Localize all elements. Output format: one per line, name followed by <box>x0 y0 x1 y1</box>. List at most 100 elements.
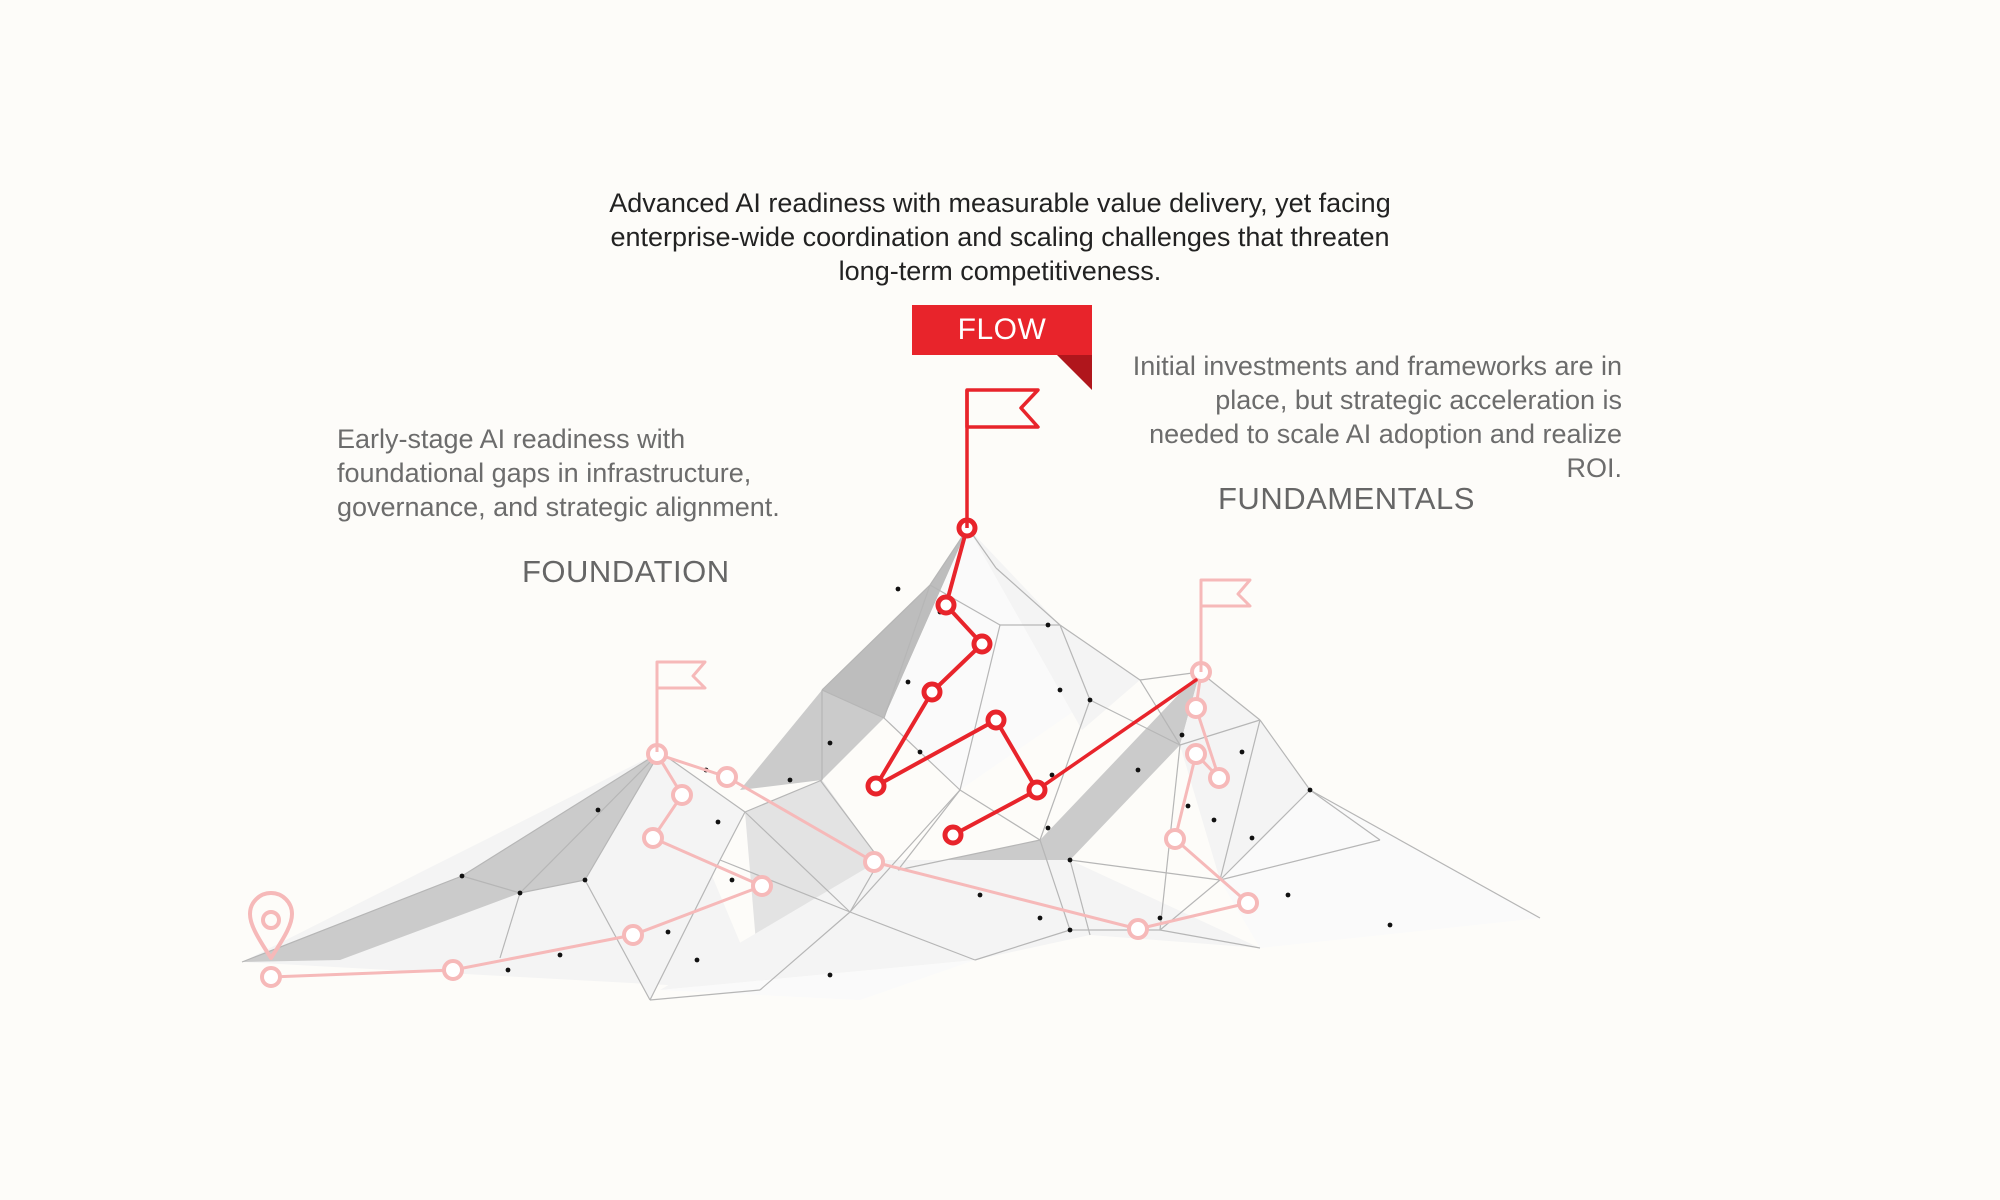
mesh-vertex <box>905 679 911 685</box>
mesh-vertex <box>1087 697 1093 703</box>
mesh-edge <box>1059 624 1141 681</box>
mesh-edge <box>1039 839 1071 931</box>
mesh-vertex <box>715 819 721 825</box>
mesh-edge <box>1309 789 1381 841</box>
mesh-vertex <box>505 967 511 973</box>
mesh-vertex <box>1239 749 1245 755</box>
location-pin-icon <box>248 891 294 960</box>
mesh-edge <box>821 584 931 691</box>
flag-icon <box>965 388 1040 528</box>
mesh-vertex <box>517 890 523 896</box>
mesh-vertex <box>1067 927 1073 933</box>
flag-icon <box>1199 578 1252 672</box>
mesh-vertex <box>459 873 465 879</box>
mesh-edge <box>821 689 885 719</box>
foundation-path <box>260 661 1259 988</box>
waypoint-circle-icon <box>671 784 693 806</box>
waypoint-circle-icon <box>442 959 464 981</box>
mountain-facet <box>1220 790 1540 948</box>
mesh-vertex <box>595 807 601 813</box>
mesh-vertex <box>729 877 735 883</box>
waypoint-circle-icon <box>751 875 773 897</box>
mesh-edge <box>1159 929 1261 949</box>
mountain-mesh <box>241 527 1541 1001</box>
mesh-edge <box>519 879 586 894</box>
fundamentals-label: FUNDAMENTALS <box>1218 481 1475 516</box>
mesh-edge <box>1219 789 1311 881</box>
waypoint-circle-icon <box>971 633 993 655</box>
mesh-vertex <box>787 777 793 783</box>
mesh-edge <box>719 859 851 913</box>
mesh-vertex <box>1211 817 1217 823</box>
waypoint-circle-icon <box>921 681 943 703</box>
waypoint-circle-icon <box>942 824 964 846</box>
mesh-edge <box>1069 859 1091 936</box>
mesh-edge <box>897 789 961 871</box>
mesh-edge <box>744 779 823 813</box>
mesh-vertex <box>977 892 983 898</box>
mesh-vertex <box>1049 772 1055 778</box>
mesh-vertex <box>694 957 700 963</box>
mesh-vertex <box>1285 892 1291 898</box>
mesh-vertex <box>1067 857 1073 863</box>
mesh-edge <box>929 584 1001 626</box>
flow-description: Advanced AI readiness with measurable va… <box>609 188 1391 286</box>
mesh-edge <box>461 875 521 894</box>
waypoint-circle-icon <box>1185 743 1207 765</box>
mesh-vertex <box>1057 687 1063 693</box>
mesh-vertex <box>1135 767 1141 773</box>
flow-banner-fold <box>1057 355 1092 390</box>
mesh-edge <box>584 879 651 1001</box>
mesh-vertex <box>1157 915 1163 921</box>
mesh-edge <box>959 624 1001 791</box>
foundation-label: FOUNDATION <box>522 554 730 589</box>
trail-line <box>1035 678 1198 792</box>
mesh-vertex <box>917 749 923 755</box>
mesh-edge <box>849 789 961 913</box>
fundamentals-path <box>1035 678 1198 792</box>
flow-banner: FLOW <box>912 305 1092 355</box>
mesh-edge <box>649 859 721 1001</box>
mesh-vertices <box>459 525 1393 978</box>
flag-icon <box>655 660 707 752</box>
mesh-vertex <box>827 972 833 978</box>
mesh-vertex <box>1045 825 1051 831</box>
mesh-edge <box>1059 624 1091 701</box>
mesh-edge <box>649 989 761 1001</box>
waypoint-circle-icon <box>1164 828 1186 850</box>
mesh-edge <box>1179 719 1261 746</box>
mesh-edge <box>1219 719 1261 881</box>
waypoint-circle-icon <box>260 966 282 988</box>
mesh-edge <box>1139 671 1201 681</box>
waypoint-circle-icon <box>935 594 957 616</box>
mountain-facet <box>660 960 975 1000</box>
mesh-edge <box>883 717 961 791</box>
waypoint-circle-icon <box>1185 697 1207 719</box>
waypoint-circle-icon <box>622 924 644 946</box>
foundation-description: Early-stage AI readiness with foundation… <box>337 424 780 522</box>
mesh-edge <box>1259 719 1311 791</box>
mesh-edge <box>897 839 1041 871</box>
mesh-vertex <box>827 740 833 746</box>
mountain-facet <box>242 876 520 962</box>
mesh-edge <box>1139 679 1181 746</box>
mesh-vertex <box>1307 787 1313 793</box>
mountain-facet <box>740 690 884 790</box>
mesh-vertex <box>1185 803 1191 809</box>
mesh-vertex <box>1249 835 1255 841</box>
mesh-edge <box>744 811 851 913</box>
mesh-vertex <box>1045 622 1051 628</box>
mesh-edge <box>1219 839 1381 881</box>
mesh-edge <box>883 584 931 719</box>
mesh-vertex <box>665 929 671 935</box>
mountain-facet <box>884 528 1090 790</box>
mesh-edge <box>929 527 969 586</box>
waypoint-circle-icon <box>1208 767 1230 789</box>
waypoint-circle-icon <box>865 775 887 797</box>
mesh-edge <box>1069 859 1221 881</box>
mesh-edge <box>849 911 976 961</box>
waypoint-circle-icon <box>1127 918 1149 940</box>
waypoint-circle-icon <box>642 827 664 849</box>
